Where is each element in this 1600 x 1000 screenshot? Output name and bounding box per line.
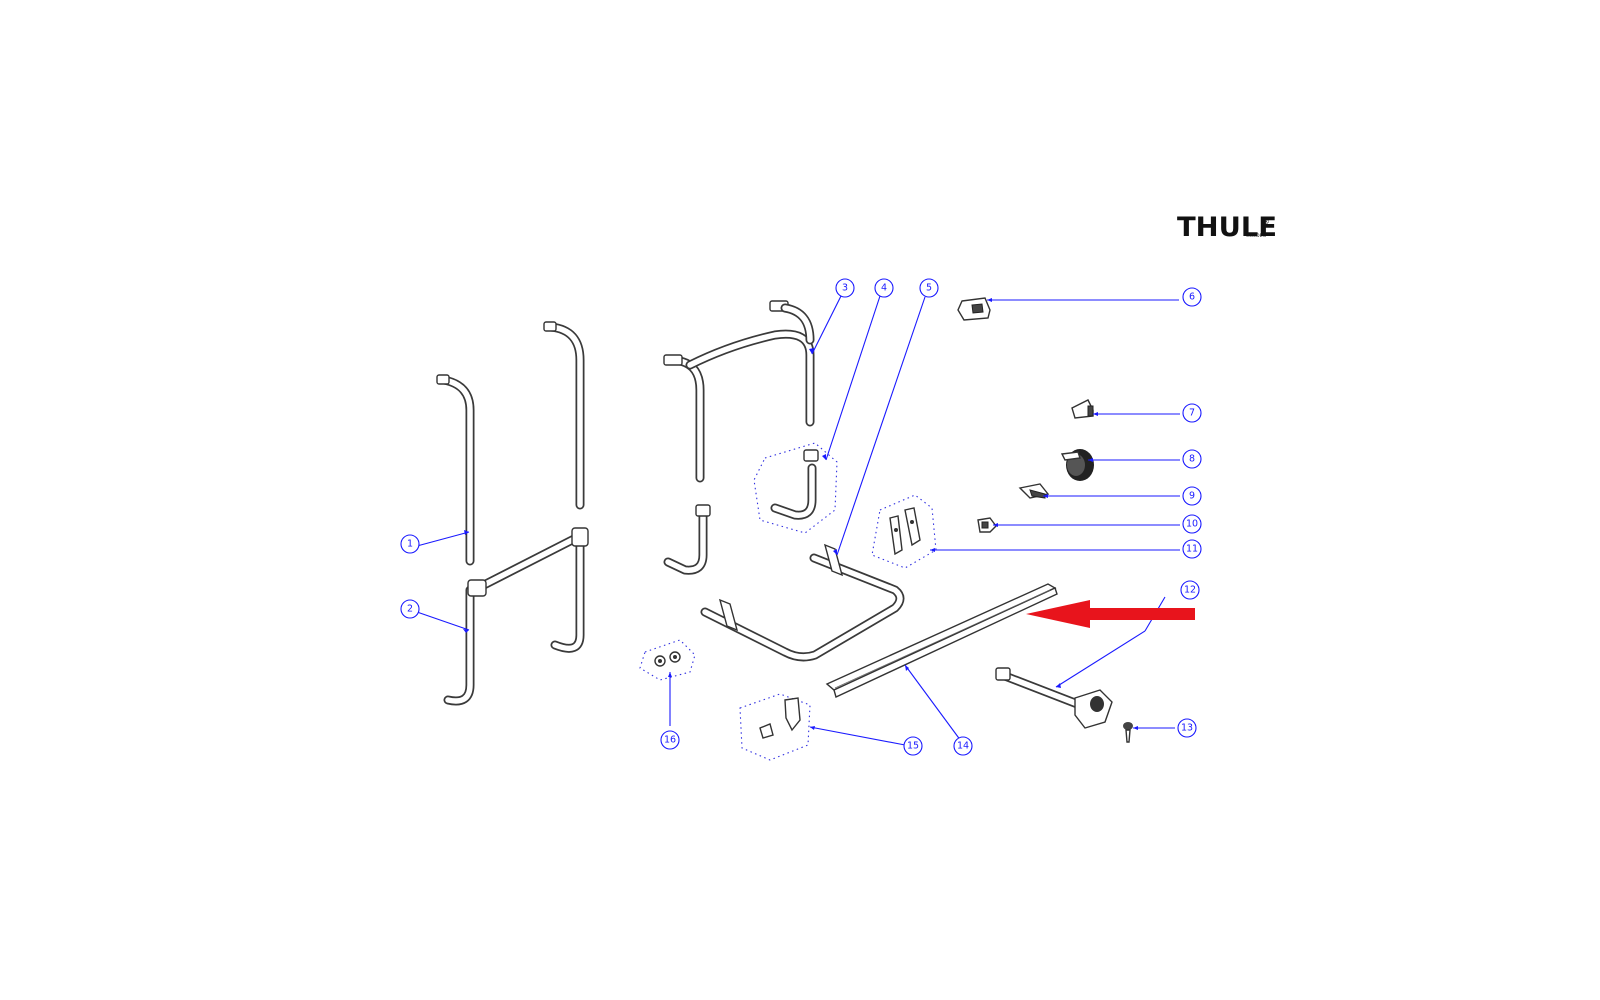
- part-14-rail: [825, 583, 1058, 698]
- callout-2: 2: [400, 599, 420, 619]
- part-7-bracket: [1071, 399, 1094, 419]
- svg-text:16: 16: [664, 735, 676, 746]
- callout-11: 11: [1182, 539, 1202, 559]
- callout-5: 5: [919, 278, 939, 298]
- svg-text:9: 9: [1189, 491, 1195, 502]
- svg-text:15: 15: [907, 741, 919, 752]
- part-15-fittings: [739, 693, 811, 761]
- svg-text:12: 12: [1184, 585, 1196, 596]
- part-5-carrier-frame: [700, 543, 905, 662]
- part-1-upright-tube: [436, 374, 475, 566]
- svg-text:2: 2: [407, 604, 413, 615]
- callout-8: 8: [1182, 449, 1202, 469]
- svg-text:14: 14: [957, 741, 969, 752]
- callout-7: 7: [1182, 403, 1202, 423]
- callout-16: 16: [660, 730, 680, 750]
- svg-text:10: 10: [1186, 519, 1198, 530]
- thule-logo: THULE ® SWEDEN: [1177, 212, 1277, 243]
- svg-text:13: 13: [1181, 723, 1193, 734]
- svg-text:5: 5: [926, 283, 932, 294]
- part-11-hinges: [871, 494, 937, 569]
- callout-13: 13: [1177, 718, 1197, 738]
- part-13-key: [1123, 722, 1133, 743]
- svg-text:6: 6: [1189, 292, 1195, 303]
- leader-lines: [416, 295, 1180, 746]
- callout-12: 12: [1180, 580, 1200, 600]
- part-2-lower-frame: [443, 321, 589, 706]
- callout-6: 6: [1182, 287, 1202, 307]
- part-10-knob: [977, 517, 997, 533]
- part-8-strap-roll: [1060, 449, 1094, 481]
- svg-text:11: 11: [1186, 544, 1198, 555]
- part-6-clamp: [957, 297, 991, 321]
- svg-text:1: 1: [407, 539, 413, 550]
- callout-4: 4: [874, 278, 894, 298]
- svg-text:3: 3: [842, 283, 848, 294]
- svg-text:7: 7: [1189, 408, 1195, 419]
- callout-10: 10: [1182, 514, 1202, 534]
- part-12-locking-arm: [995, 667, 1113, 729]
- callout-1: 1: [400, 534, 420, 554]
- part-16-caps: [639, 639, 696, 681]
- logo-subtext: SWEDEN: [1246, 233, 1266, 239]
- svg-text:4: 4: [881, 283, 887, 294]
- callout-9: 9: [1182, 486, 1202, 506]
- highlight-arrow: [1026, 600, 1195, 628]
- callout-15: 15: [903, 736, 923, 756]
- callout-14: 14: [953, 736, 973, 756]
- callout-3: 3: [835, 278, 855, 298]
- logo-wordmark: THULE: [1177, 212, 1277, 243]
- part-3-upper-frame: [663, 300, 815, 483]
- svg-text:8: 8: [1189, 454, 1195, 465]
- part-4-bent-tube: [663, 442, 838, 575]
- registered-mark: ®: [1262, 217, 1270, 226]
